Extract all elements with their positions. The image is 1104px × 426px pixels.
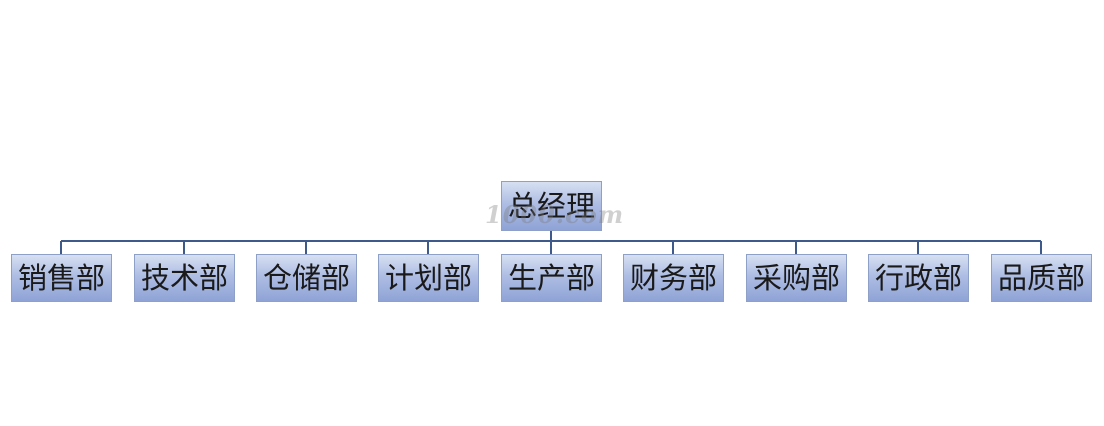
dept-node-quality[interactable]: 品质部 xyxy=(991,254,1092,302)
dept-label-storage: 仓储部 xyxy=(262,260,350,295)
dept-node-sales[interactable]: 销售部 xyxy=(11,254,112,302)
dept-node-storage[interactable]: 仓储部 xyxy=(256,254,357,302)
dept-label-quality: 品质部 xyxy=(997,260,1085,295)
dept-node-purchasing[interactable]: 采购部 xyxy=(746,254,847,302)
dept-label-admin: 行政部 xyxy=(874,260,962,295)
dept-label-sales: 销售部 xyxy=(17,260,105,295)
dept-node-tech[interactable]: 技术部 xyxy=(134,254,235,302)
dept-node-planning[interactable]: 计划部 xyxy=(378,254,479,302)
dept-label-purchasing: 采购部 xyxy=(752,260,840,295)
dept-label-tech: 技术部 xyxy=(140,260,228,295)
dept-node-admin[interactable]: 行政部 xyxy=(868,254,969,302)
dept-label-planning: 计划部 xyxy=(384,260,472,295)
dept-node-finance[interactable]: 财务部 xyxy=(623,254,724,302)
dept-label-production: 生产部 xyxy=(507,260,595,295)
dept-node-production[interactable]: 生产部 xyxy=(501,254,602,302)
general-manager-label: 总经理 xyxy=(507,188,595,223)
dept-label-finance: 财务部 xyxy=(629,260,717,295)
general-manager-node[interactable]: 总经理 xyxy=(501,181,602,231)
